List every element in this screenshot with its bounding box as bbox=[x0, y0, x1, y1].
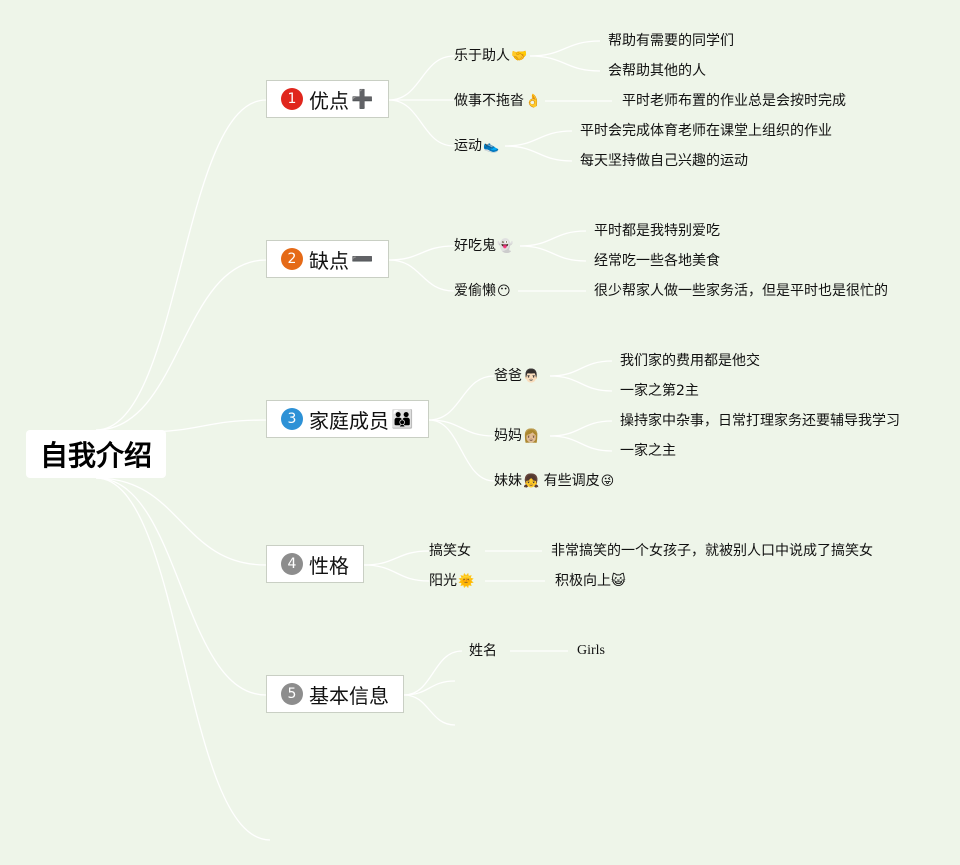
connector-root-b6 bbox=[95, 477, 271, 841]
leaf-daily-exercise[interactable]: 每天坚持做自己兴趣的运动 bbox=[580, 153, 748, 169]
family-icon: 👪 bbox=[391, 408, 414, 430]
connector-root-b4 bbox=[95, 477, 267, 566]
topic-label: 妈妈 bbox=[494, 428, 522, 444]
topic-sunny[interactable]: 阳光🌞 bbox=[429, 571, 474, 592]
topic-label: 好吃鬼 bbox=[454, 238, 496, 254]
connector-root-b5 bbox=[95, 477, 267, 696]
topic-label: 爸爸 bbox=[494, 368, 522, 384]
connector-b4-c2 bbox=[363, 564, 430, 582]
handshake-icon: 🤝 bbox=[511, 49, 528, 64]
connector-foodie-l2 bbox=[519, 245, 587, 262]
topic-foodie[interactable]: 好吃鬼👻 bbox=[454, 236, 513, 257]
ok-hand-icon: 👌 bbox=[525, 94, 542, 109]
connector-sports-l1 bbox=[504, 130, 573, 147]
connector-b3-c1 bbox=[428, 375, 495, 421]
connector-foodie-l1 bbox=[519, 230, 587, 247]
sister-description: 有些调皮 bbox=[543, 473, 600, 489]
leaf-funny-girl-desc[interactable]: 非常搞笑的一个女孩子，就被别人口中说成了搞笑女 bbox=[551, 543, 873, 559]
leaf-positive[interactable]: 积极向上😺 bbox=[555, 573, 626, 589]
leaf-mom-head[interactable]: 一家之主 bbox=[620, 443, 676, 459]
ghost-icon: 👻 bbox=[497, 239, 514, 254]
leaf-food-around[interactable]: 经常吃一些各地美食 bbox=[594, 253, 720, 269]
connector-b2-c2 bbox=[388, 259, 455, 292]
branch-label: 缺点 bbox=[309, 248, 349, 273]
topic-label: 爱偷懒 bbox=[454, 283, 496, 299]
minus-icon: ➖ bbox=[351, 248, 374, 270]
branch-family[interactable]: 3 家庭成员 👪 bbox=[266, 400, 429, 438]
topic-name[interactable]: 姓名 bbox=[469, 641, 497, 661]
topic-helpful[interactable]: 乐于助人🤝 bbox=[454, 46, 527, 67]
number-badge-5: 5 bbox=[281, 683, 303, 705]
connector-root-b1 bbox=[95, 99, 267, 431]
connector-b3-c2 bbox=[428, 419, 495, 437]
connector-dad-l1 bbox=[549, 360, 613, 377]
leaf-homework-on-time[interactable]: 平时老师布置的作业总是会按时完成 bbox=[622, 93, 846, 109]
connector-b1-c1 bbox=[388, 55, 455, 101]
sun-icon: 🌞 bbox=[458, 574, 475, 589]
connector-dad-l2 bbox=[549, 375, 613, 392]
topic-label: 运动 bbox=[454, 138, 482, 154]
branch-basic-info[interactable]: 5 基本信息 bbox=[266, 675, 404, 713]
branch-personality[interactable]: 4 性格 bbox=[266, 545, 364, 583]
leaf-dad-second-head[interactable]: 一家之第2主 bbox=[620, 383, 699, 399]
sneaker-icon: 👟 bbox=[483, 139, 500, 154]
leaf-love-eating[interactable]: 平时都是我特别爱吃 bbox=[594, 223, 720, 239]
topic-label: 搞笑女 bbox=[429, 543, 471, 559]
leaf-mom-chores[interactable]: 操持家中杂事，日常打理家务还要辅导我学习 bbox=[620, 413, 900, 429]
root-topic[interactable]: 自我介绍 bbox=[26, 430, 166, 478]
leaf-help-classmates[interactable]: 帮助有需要的同学们 bbox=[608, 33, 734, 49]
topic-funny-girl[interactable]: 搞笑女 bbox=[429, 541, 471, 561]
connector-sports-l2 bbox=[504, 145, 573, 162]
number-badge-1: 1 bbox=[281, 88, 303, 110]
girl-icon: 👧 bbox=[523, 474, 540, 489]
leaf-housework[interactable]: 很少帮家人做一些家务活，但是平时也是很忙的 bbox=[594, 283, 888, 299]
man-icon: 👨🏻 bbox=[523, 369, 540, 384]
connector-b3-c3 bbox=[428, 419, 495, 482]
leaf-name-value[interactable]: Girls bbox=[577, 643, 605, 658]
connector-b2-c1 bbox=[388, 245, 455, 261]
topic-no-procrastination[interactable]: 做事不拖沓👌 bbox=[454, 91, 541, 112]
topic-mom[interactable]: 妈妈👩🏼 bbox=[494, 426, 539, 447]
branch-disadvantages[interactable]: 2 缺点 ➖ bbox=[266, 240, 389, 278]
tongue-face-icon: 😜 bbox=[600, 474, 615, 489]
connector-mom-l2 bbox=[549, 435, 613, 452]
number-badge-2: 2 bbox=[281, 248, 303, 270]
plus-icon: ➕ bbox=[351, 88, 374, 110]
topic-label: 乐于助人 bbox=[454, 48, 510, 64]
number-badge-4: 4 bbox=[281, 553, 303, 575]
connector-b5-c2 bbox=[403, 680, 456, 696]
topic-label: 做事不拖沓 bbox=[454, 93, 524, 109]
connector-helpful-l1 bbox=[529, 40, 601, 57]
connector-b4-c1 bbox=[363, 550, 430, 566]
topic-dad[interactable]: 爸爸👨🏻 bbox=[494, 366, 539, 387]
topic-sports[interactable]: 运动👟 bbox=[454, 136, 499, 157]
no-mouth-face-icon: 😶 bbox=[497, 284, 511, 299]
topic-label: 妹妹 bbox=[494, 473, 522, 489]
topic-label: 阳光 bbox=[429, 573, 457, 589]
connector-mom-l1 bbox=[549, 420, 613, 437]
connector-b5-c1 bbox=[403, 650, 463, 696]
leaf-help-others[interactable]: 会帮助其他的人 bbox=[608, 63, 706, 79]
branch-label: 家庭成员 bbox=[309, 408, 389, 433]
woman-icon: 👩🏼 bbox=[523, 429, 540, 444]
connector-root-b2 bbox=[95, 259, 267, 431]
connector-helpful-l2 bbox=[529, 55, 601, 72]
leaf-dad-pays[interactable]: 我们家的费用都是他交 bbox=[620, 353, 760, 369]
branch-label: 性格 bbox=[309, 553, 349, 578]
branch-label: 基本信息 bbox=[309, 683, 389, 708]
number-badge-3: 3 bbox=[281, 408, 303, 430]
topic-label: 姓名 bbox=[469, 643, 497, 659]
connector-b1-c3 bbox=[388, 99, 455, 147]
branch-advantages[interactable]: 1 优点 ➕ bbox=[266, 80, 389, 118]
topic-lazy[interactable]: 爱偷懒😶 bbox=[454, 281, 511, 302]
topic-sister[interactable]: 妹妹👧 有些调皮😜 bbox=[494, 471, 614, 492]
connector-b5-c3 bbox=[403, 694, 456, 726]
leaf-pe-homework[interactable]: 平时会完成体育老师在课堂上组织的作业 bbox=[580, 123, 832, 139]
branch-label: 优点 bbox=[309, 88, 349, 113]
